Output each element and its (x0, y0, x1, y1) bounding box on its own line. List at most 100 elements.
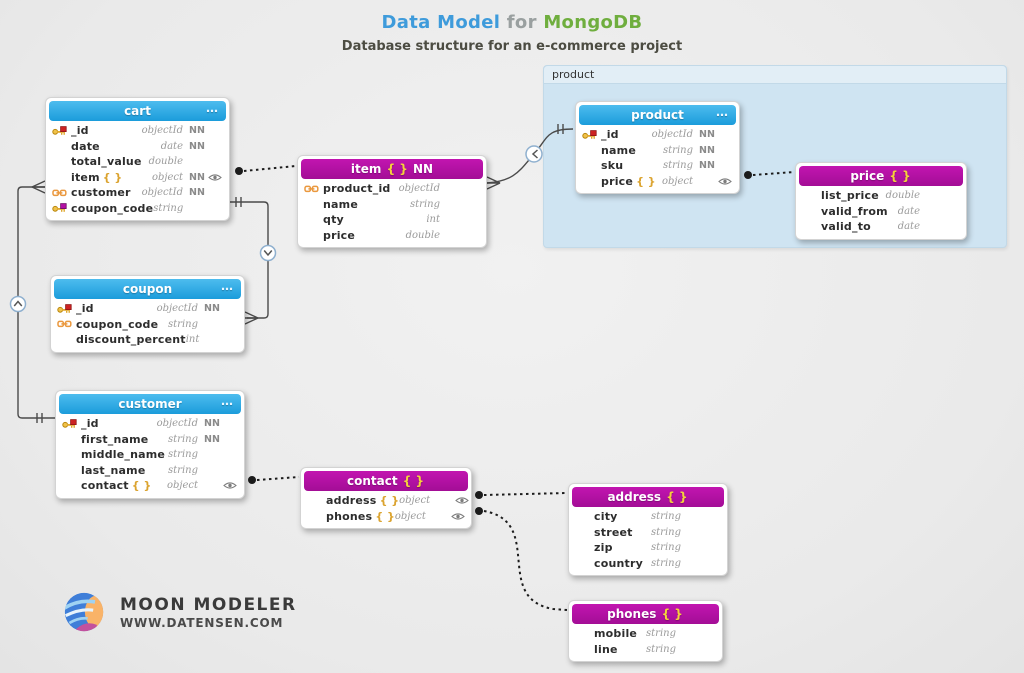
table-header-contact[interactable]: contact { } (304, 471, 468, 491)
table-header-cart[interactable]: cart⋯ (49, 101, 226, 121)
field-type: string (410, 198, 440, 210)
eye-icon (455, 497, 469, 504)
table-menu-icon[interactable]: ⋯ (221, 397, 234, 411)
field-name: total_value (71, 155, 142, 169)
table-row[interactable]: price{ }object (579, 174, 736, 190)
table-row[interactable]: address{ }object (304, 493, 469, 509)
field-name: zip (594, 541, 613, 555)
field-name: coupon_code (71, 201, 154, 215)
reference-contact-address[interactable] (475, 491, 568, 499)
field-icon-slot (52, 188, 71, 198)
field-type: double (885, 190, 920, 202)
table-header-customer[interactable]: customer ⋯ (59, 394, 241, 414)
table-header-price[interactable]: price { } (799, 166, 963, 186)
primary-key-icon (52, 125, 67, 135)
diagram-subtitle: Database structure for an e-commerce pro… (341, 39, 683, 54)
table-row[interactable]: phones{ }object (304, 509, 468, 525)
field-icon-slot (57, 303, 76, 314)
field-name: middle_name (81, 448, 166, 462)
table-menu-icon[interactable]: ⋯ (221, 282, 234, 296)
field-icon-slot (304, 184, 323, 194)
field-name: customer (71, 186, 131, 200)
reference-cart-item[interactable] (235, 165, 297, 175)
table-title: customer (118, 397, 182, 411)
primary-key-icon (582, 129, 597, 139)
braces-badge: { } (661, 607, 683, 621)
title-part-blue: Data Model (381, 12, 501, 33)
table-header-phones[interactable]: phones { } (572, 604, 719, 624)
table-menu-icon[interactable]: ⋯ (716, 108, 729, 122)
field-eye-slot[interactable] (222, 481, 237, 490)
field-eye-slot[interactable] (717, 177, 732, 186)
reference-customer-contact[interactable] (248, 476, 300, 484)
field-eye-slot[interactable] (450, 512, 465, 521)
field-name: valid_to (821, 220, 871, 234)
field-type: object (661, 175, 693, 187)
table-row[interactable]: contact{ }object (59, 478, 241, 494)
field-type: string (153, 202, 184, 214)
field-name: _id (71, 124, 89, 138)
field-type: object (166, 480, 198, 492)
field-eye-slot[interactable] (454, 496, 469, 505)
braces-badge: { } (102, 170, 123, 184)
field-type: string (646, 628, 676, 640)
field-name: price (323, 228, 356, 242)
field-type: int (185, 334, 200, 346)
table-header-address[interactable]: address { } (572, 487, 724, 507)
field-type: string (168, 318, 198, 330)
table-header-product[interactable]: product⋯ (579, 105, 736, 125)
table-header-coupon[interactable]: coupon⋯ (54, 279, 241, 299)
table-menu-icon[interactable]: ⋯ (206, 104, 219, 118)
reference-contact-phones[interactable] (475, 507, 568, 611)
field-eye-slot[interactable] (207, 173, 222, 182)
field-type: string (663, 160, 693, 172)
table-header-item[interactable]: item { } NN (301, 159, 483, 179)
field-type: string (651, 557, 681, 569)
field-icon-slot (57, 319, 76, 329)
field-type: string (646, 643, 676, 655)
not-null-badge: NN (413, 162, 434, 176)
braces-badge: { } (889, 169, 911, 183)
